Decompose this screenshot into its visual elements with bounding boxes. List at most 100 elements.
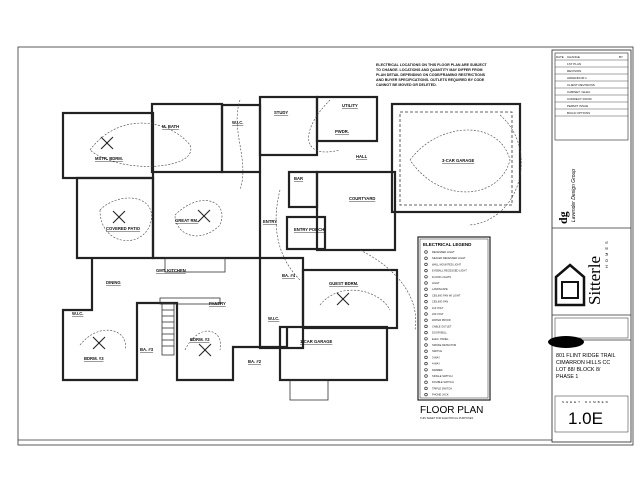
legend-item: FLOOD LIGHTS [432, 275, 451, 279]
sheet-border [17, 46, 634, 446]
revision-cell: CHANGE [567, 55, 580, 59]
legend-title: ELECTRICAL LEGEND [423, 242, 472, 247]
legend-symbol-icon [424, 374, 428, 378]
room-label: W.I.C. [268, 316, 279, 321]
room-label: M. BATH [162, 124, 179, 129]
electrical-note: ELECTRICAL LOCATIONS ON THIS FLOOR PLAN … [376, 63, 488, 87]
legend-item: 3-WAY [432, 355, 440, 359]
room-label: BAR [294, 176, 303, 181]
revision-cell: PERMIT ISSUE [567, 104, 588, 108]
room-label: W.I.C. [232, 120, 243, 125]
ceiling-fan-icon [336, 292, 350, 306]
legend-symbol-icon [424, 293, 428, 298]
wall-bar [287, 170, 319, 209]
plan-title: FLOOR PLAN [420, 405, 483, 416]
legend-item: SWITCH [432, 349, 442, 353]
room-label: DINING [106, 280, 121, 285]
legend-symbol-icon [424, 324, 428, 329]
builder-sub: HOMES [604, 238, 609, 268]
legend-item: 220 VOLT [432, 312, 444, 316]
ceiling-fan-icon [100, 136, 114, 150]
electrical-legend: ELECTRICAL LEGEND RECESSED LIGHT SEALED R… [417, 236, 491, 401]
legend-item: CEILING FAN W/ LIGHT [432, 293, 461, 297]
kitchen-counter [159, 297, 221, 305]
wall-great-room [151, 172, 262, 260]
legend-item: TRIPLE SWITCH [432, 386, 452, 390]
room-label: GUEST BDRM. [329, 281, 358, 286]
room-label: STUDY [274, 110, 288, 115]
legend-item: 4-WAY [432, 362, 440, 366]
legend-item: ELEC. PANEL [432, 337, 449, 341]
revision-table-border [554, 52, 629, 141]
room-label: MSTR. BDRM. [95, 156, 123, 161]
legend-item: LIGHT [432, 281, 440, 285]
wall-garage3 [390, 102, 522, 214]
ceiling-fan-icon [112, 210, 126, 224]
kitchen-island [164, 257, 226, 273]
room-label: 3-CAR GARAGE [442, 158, 475, 163]
wall-covered-patio [75, 176, 155, 260]
note-line: CANNOT BE MOVED OR DELETED. [376, 83, 437, 87]
wall-master-bath [150, 102, 224, 174]
address-line: PHASE 1 [556, 374, 578, 380]
room-label: BA. #3 [140, 347, 154, 352]
wall-utility [315, 95, 379, 143]
legend-symbol-icon [424, 281, 428, 285]
revision-cell: ADDENDUM 1 [567, 76, 587, 80]
wall-garage1 [278, 325, 389, 382]
room-label: PWDR. [335, 129, 349, 134]
legend-item: DOUBLE SWITCH [432, 380, 454, 384]
wall-courtyard [315, 170, 397, 252]
note-line: AND BUYER SPECIFICATIONS. OUTLETS REQUIR… [376, 78, 485, 82]
legend-symbol-icon [424, 300, 428, 304]
legend-item: DIMMER [432, 368, 443, 372]
room-labels: MSTR. BDRM. M. BATH W.I.C. STUDY UTILITY… [72, 103, 475, 364]
legend-symbol-icon [424, 269, 428, 273]
room-label: BA. #2 [248, 359, 262, 364]
legend-symbol-icon [424, 362, 428, 366]
legend-item: LANDSCAPE [432, 287, 448, 291]
garage-roof-outline [399, 111, 513, 206]
legend-item: SEALED RECESSED LIGHT [432, 256, 466, 260]
revision-cell: CLIENT REVISIONS [567, 83, 595, 87]
legend-symbol-icon [424, 368, 428, 372]
revision-cell: CABINET / ELEC. [567, 90, 591, 94]
sheet-number: 1.0E [568, 409, 603, 428]
legend-item: CABLE OUTLET [432, 324, 452, 328]
legend-symbol-icon [424, 318, 428, 322]
revision-cell: CORRECT DOOR [567, 97, 592, 101]
revision-cell: REVISION [567, 69, 581, 73]
wall-guest-bedroom [301, 268, 399, 330]
legend-symbol-icon [424, 386, 428, 391]
revision-cell: DATE [556, 55, 564, 59]
legend-symbol-icon [424, 355, 428, 360]
room-label: BA. #4 [282, 273, 296, 278]
stairs [161, 302, 175, 356]
room-label: UTILITY [342, 103, 358, 108]
sheet-label: SHEET NUMBER [562, 400, 610, 404]
legend-item: SINGLE SWITCH [432, 374, 453, 378]
room-label: 1-CAR GARAGE [300, 339, 333, 344]
designer-name: Lavender Design Group [571, 169, 577, 222]
legend-item: CEILING FAN [432, 300, 448, 304]
wiring [79, 99, 522, 351]
legend-item: RECESSED LIGHT [432, 250, 455, 254]
note-line: TO CHANGE. LOCATIONS AND QUANTITY MAY DI… [376, 68, 482, 72]
room-label: ENTRY PORCH [294, 227, 324, 232]
room-label: GREAT RM. [175, 218, 198, 223]
legend-symbol-icon [424, 337, 428, 341]
legend-symbol-icon [424, 306, 428, 310]
builder-logo-icon [554, 263, 586, 307]
legend-item: EYEBALL RECESSED LIGHT [432, 269, 467, 273]
legend-symbol-icon [424, 380, 428, 384]
ceiling-fan-icons [92, 136, 350, 357]
wall-master-bedroom [61, 111, 155, 180]
legend-symbol-icon [424, 250, 428, 254]
legend-symbol-icon [424, 349, 428, 353]
wall-wic [220, 103, 262, 174]
revision-cell: BY [619, 55, 623, 59]
room-label: W.I.C. [72, 311, 83, 316]
designer-logo: dg [556, 211, 570, 224]
